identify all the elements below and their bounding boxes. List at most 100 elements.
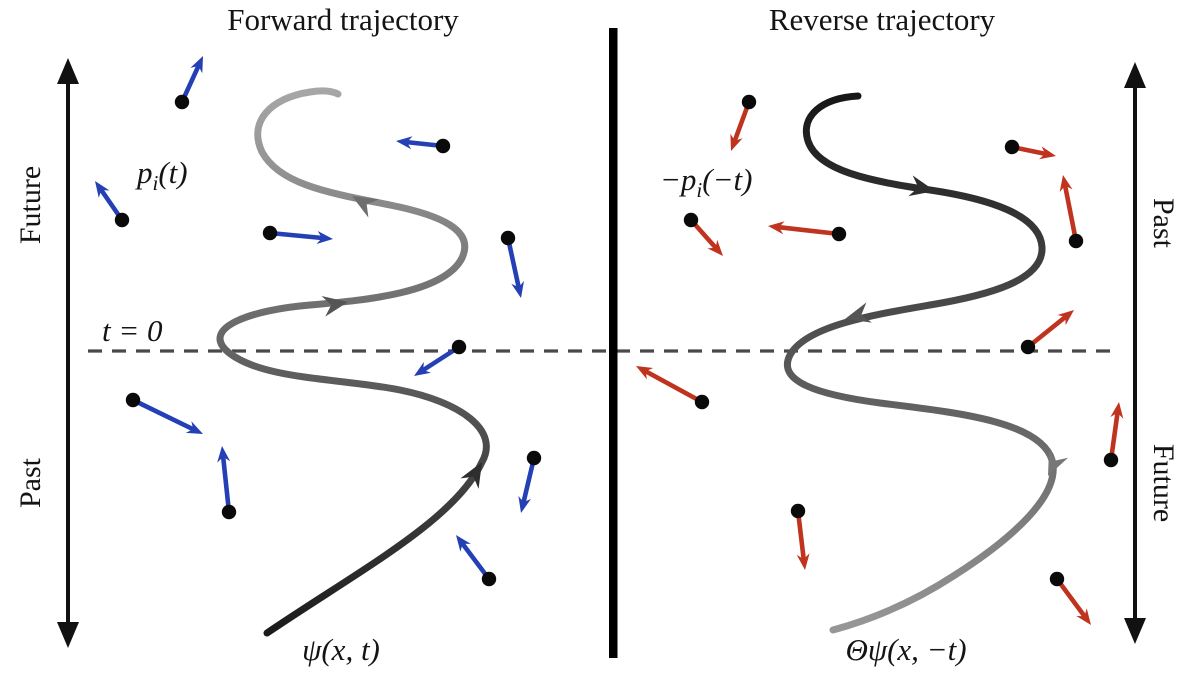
reverse-momentum-arrow — [683, 212, 723, 256]
particle-dot — [500, 230, 516, 246]
forward-momentum-arrow — [262, 225, 333, 244]
forward-momentum-arrow-shaft — [220, 455, 232, 515]
reverse-momentum-arrow-head-icon — [1076, 608, 1091, 625]
particle-dot — [1068, 233, 1084, 249]
right-axis-past-label: Past — [1147, 198, 1180, 249]
particle-dot — [451, 339, 467, 355]
forward-momentum-label-base: p — [135, 155, 153, 190]
reverse-momentum-arrow-shaft — [1025, 315, 1067, 350]
time-zero-label: t = 0 — [102, 313, 163, 348]
forward-momentum-arrow-head-icon — [518, 495, 531, 513]
left-time-axis: Future Past — [14, 58, 79, 648]
reverse-momentum-label: −pi(−t) — [660, 162, 752, 202]
reverse-momentum-arrow — [1049, 571, 1091, 625]
forward-panel-title: Forward trajectory — [227, 2, 459, 37]
forward-momentum-arrow-head-icon — [316, 231, 333, 244]
left-axis-down-arrowhead-icon — [57, 622, 79, 648]
forward-momentum-arrows — [95, 56, 542, 587]
reverse-momentum-arrow — [768, 221, 847, 242]
particle-dot — [790, 503, 806, 519]
forward-momentum-arrow-head-icon — [396, 136, 413, 150]
forward-momentum-arrow-head-icon — [456, 535, 471, 552]
reverse-momentum-label-base: −p — [660, 162, 696, 197]
particle-dot — [221, 504, 237, 520]
forward-momentum-arrow — [125, 392, 203, 434]
reverse-momentum-arrow-shaft — [1054, 576, 1087, 618]
forward-momentum-arrow — [518, 450, 542, 513]
particle-dot — [114, 212, 130, 228]
particle-dot — [1004, 139, 1020, 155]
forward-momentum-arrow-head-icon — [414, 361, 431, 376]
particle-dot — [435, 138, 451, 154]
particle-dot — [262, 225, 278, 241]
forward-momentum-arrow — [500, 230, 524, 298]
forward-curve-arrowhead-icon — [460, 462, 482, 489]
forward-momentum-arrow-shaft — [521, 455, 537, 504]
forward-momentum-arrow — [174, 56, 203, 110]
reverse-curve-arrowhead-icon — [845, 302, 872, 323]
forward-momentum-arrow-shaft — [130, 397, 195, 432]
forward-momentum-arrow-head-icon — [217, 446, 231, 463]
reverse-wavefunction-label: Θψ(x, −t) — [845, 632, 966, 667]
reverse-momentum-arrow-head-icon — [1110, 402, 1124, 419]
reverse-momentum-arrow — [636, 366, 710, 410]
forward-momentum-arrow — [456, 535, 497, 587]
reverse-momentum-arrow — [730, 94, 757, 151]
forward-momentum-arrow — [217, 446, 237, 520]
right-axis-up-arrowhead-icon — [1124, 62, 1146, 88]
reverse-momentum-arrow — [1059, 175, 1084, 249]
forward-momentum-arrow-head-icon — [511, 281, 524, 298]
particle-dot — [481, 571, 497, 587]
forward-momentum-arrow-head-icon — [185, 421, 203, 434]
forward-curve-arrowhead-icon — [321, 296, 348, 317]
reverse-momentum-arrow-shaft — [1063, 184, 1079, 244]
forward-trajectory-curve — [216, 87, 490, 637]
reverse-curve-arrowhead-icon — [908, 175, 935, 197]
forward-momentum-arrow — [95, 181, 130, 228]
left-axis-past-label: Past — [14, 457, 47, 508]
forward-momentum-arrow — [396, 136, 451, 154]
particle-dot — [683, 212, 699, 228]
reverse-momentum-arrow-head-icon — [636, 366, 654, 380]
particle-dot — [174, 94, 190, 110]
right-axis-down-arrowhead-icon — [1124, 618, 1146, 644]
forward-momentum-arrow — [414, 339, 467, 376]
reverse-momentum-arrow-shaft — [795, 508, 806, 561]
reverse-momentum-arrow-shaft — [644, 369, 705, 405]
particle-dot — [1103, 452, 1119, 468]
left-axis-up-arrowhead-icon — [57, 58, 79, 84]
reverse-momentum-label-subscript: i — [696, 178, 702, 202]
forward-momentum-label-args: (t) — [158, 155, 187, 190]
particle-dot — [694, 394, 710, 410]
reverse-momentum-arrow-head-icon — [707, 239, 723, 256]
forward-curve-arrowhead-icon — [352, 196, 379, 218]
reverse-trajectory-curve — [784, 92, 1057, 634]
reverse-momentum-arrow-head-icon — [796, 553, 810, 570]
particle-dot — [125, 392, 141, 408]
reverse-momentum-arrows — [636, 94, 1124, 625]
forward-momentum-arrow-shaft — [505, 235, 521, 289]
reverse-curve-arrowhead-icon — [1048, 448, 1069, 476]
reverse-momentum-arrow-head-icon — [1059, 175, 1073, 192]
reverse-momentum-arrow — [1103, 402, 1124, 468]
reverse-momentum-arrow-head-icon — [1057, 310, 1074, 326]
forward-momentum-label-subscript: i — [153, 171, 159, 195]
particle-dot — [1049, 571, 1065, 587]
forward-trajectory-arrowheads — [321, 196, 482, 489]
forward-wavefunction-label: ψ(x, t) — [302, 632, 380, 667]
reverse-momentum-arrow — [1004, 139, 1056, 160]
reverse-momentum-arrow-shaft — [777, 225, 842, 237]
reverse-momentum-arrow-head-icon — [768, 221, 785, 235]
particle-dot — [831, 226, 847, 242]
left-axis-future-label: Future — [14, 166, 47, 244]
reverse-momentum-arrow — [790, 503, 810, 570]
particle-dot — [1020, 339, 1036, 355]
reverse-momentum-arrow-head-icon — [1039, 146, 1056, 160]
particle-dot — [526, 450, 542, 466]
right-time-axis: Past Future — [1124, 62, 1180, 644]
right-axis-future-label: Future — [1147, 444, 1180, 522]
forward-momentum-arrow-head-icon — [95, 181, 110, 198]
reverse-momentum-label-args: (−t) — [702, 162, 752, 197]
